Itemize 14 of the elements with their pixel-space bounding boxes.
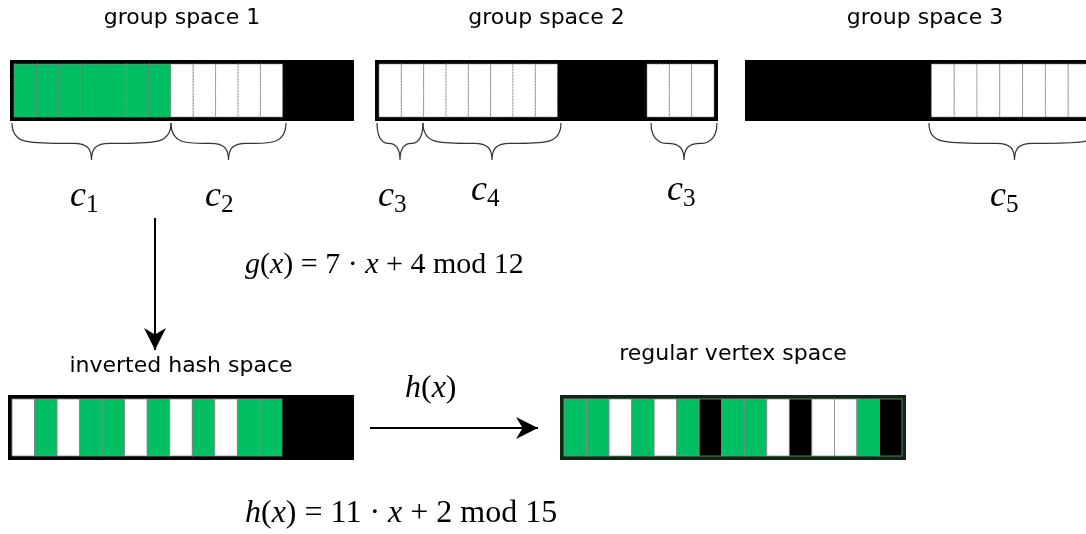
group-label: c$_{2}$ — [205, 176, 234, 217]
group-label: c$_{5}$ — [990, 176, 1019, 217]
space-title: regular vertex space — [619, 340, 847, 365]
space-title: group space 1 — [103, 4, 261, 29]
group-label: c$_{3}$ — [378, 176, 407, 217]
group-label: c$_{3}$ — [667, 170, 696, 211]
space-title: group space 3 — [846, 4, 1004, 29]
space-title: group space 2 — [468, 4, 625, 29]
arrow — [144, 217, 166, 351]
group-label: c$_{4}$ — [471, 170, 500, 211]
space-title: inverted hash space — [69, 352, 293, 377]
arrow — [369, 417, 539, 439]
group-label: c$_{1}$ — [70, 176, 99, 217]
formula: h(x) = 11 · x + 2 mod 15 — [245, 495, 558, 527]
